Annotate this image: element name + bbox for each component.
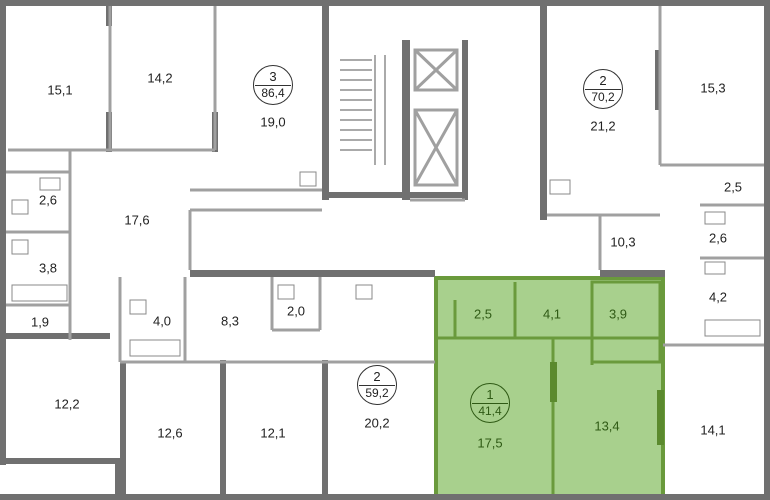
apartment-rooms: 2 (373, 369, 381, 384)
apartment-rooms: 3 (269, 69, 277, 84)
apartment-badge-selected[interactable]: 1 41,4 (470, 383, 510, 423)
room-area: 17,5 (477, 435, 503, 451)
room-area: 3,8 (38, 260, 58, 276)
room-area: 2,5 (473, 306, 493, 322)
apartment-rooms: 1 (486, 387, 494, 402)
apartment-rooms: 2 (599, 73, 607, 88)
apartment-area: 70,2 (591, 90, 615, 104)
room-area: 19,0 (260, 114, 286, 130)
apartment-badge[interactable]: 2 70,2 (583, 69, 623, 109)
room-area: 14,1 (700, 422, 726, 438)
room-area: 2,0 (286, 303, 306, 319)
room-area: 12,6 (157, 425, 183, 441)
room-area: 10,3 (610, 234, 636, 250)
room-area: 2,5 (723, 179, 743, 195)
room-area: 20,2 (364, 415, 390, 431)
apartment-badge[interactable]: 2 59,2 (357, 365, 397, 405)
room-area: 2,6 (38, 192, 58, 208)
apartment-area: 59,2 (365, 386, 389, 400)
room-area: 4,0 (152, 313, 172, 329)
room-area: 4,2 (708, 289, 728, 305)
room-area: 17,6 (124, 212, 150, 228)
room-area: 4,1 (542, 306, 562, 322)
apartment-badge[interactable]: 3 86,4 (253, 65, 293, 105)
room-area: 1,9 (30, 314, 50, 330)
room-area: 2,6 (708, 230, 728, 246)
room-area: 12,2 (54, 396, 80, 412)
room-area: 15,1 (47, 82, 73, 98)
room-area: 8,3 (220, 313, 240, 329)
room-area: 13,4 (594, 418, 620, 434)
room-area: 14,2 (147, 70, 173, 86)
room-area: 15,3 (700, 80, 726, 96)
apartment-area: 41,4 (478, 404, 502, 418)
room-area: 21,2 (590, 118, 616, 134)
room-area: 12,1 (260, 425, 286, 441)
room-area: 3,9 (608, 306, 628, 322)
apartment-area: 86,4 (261, 86, 285, 100)
